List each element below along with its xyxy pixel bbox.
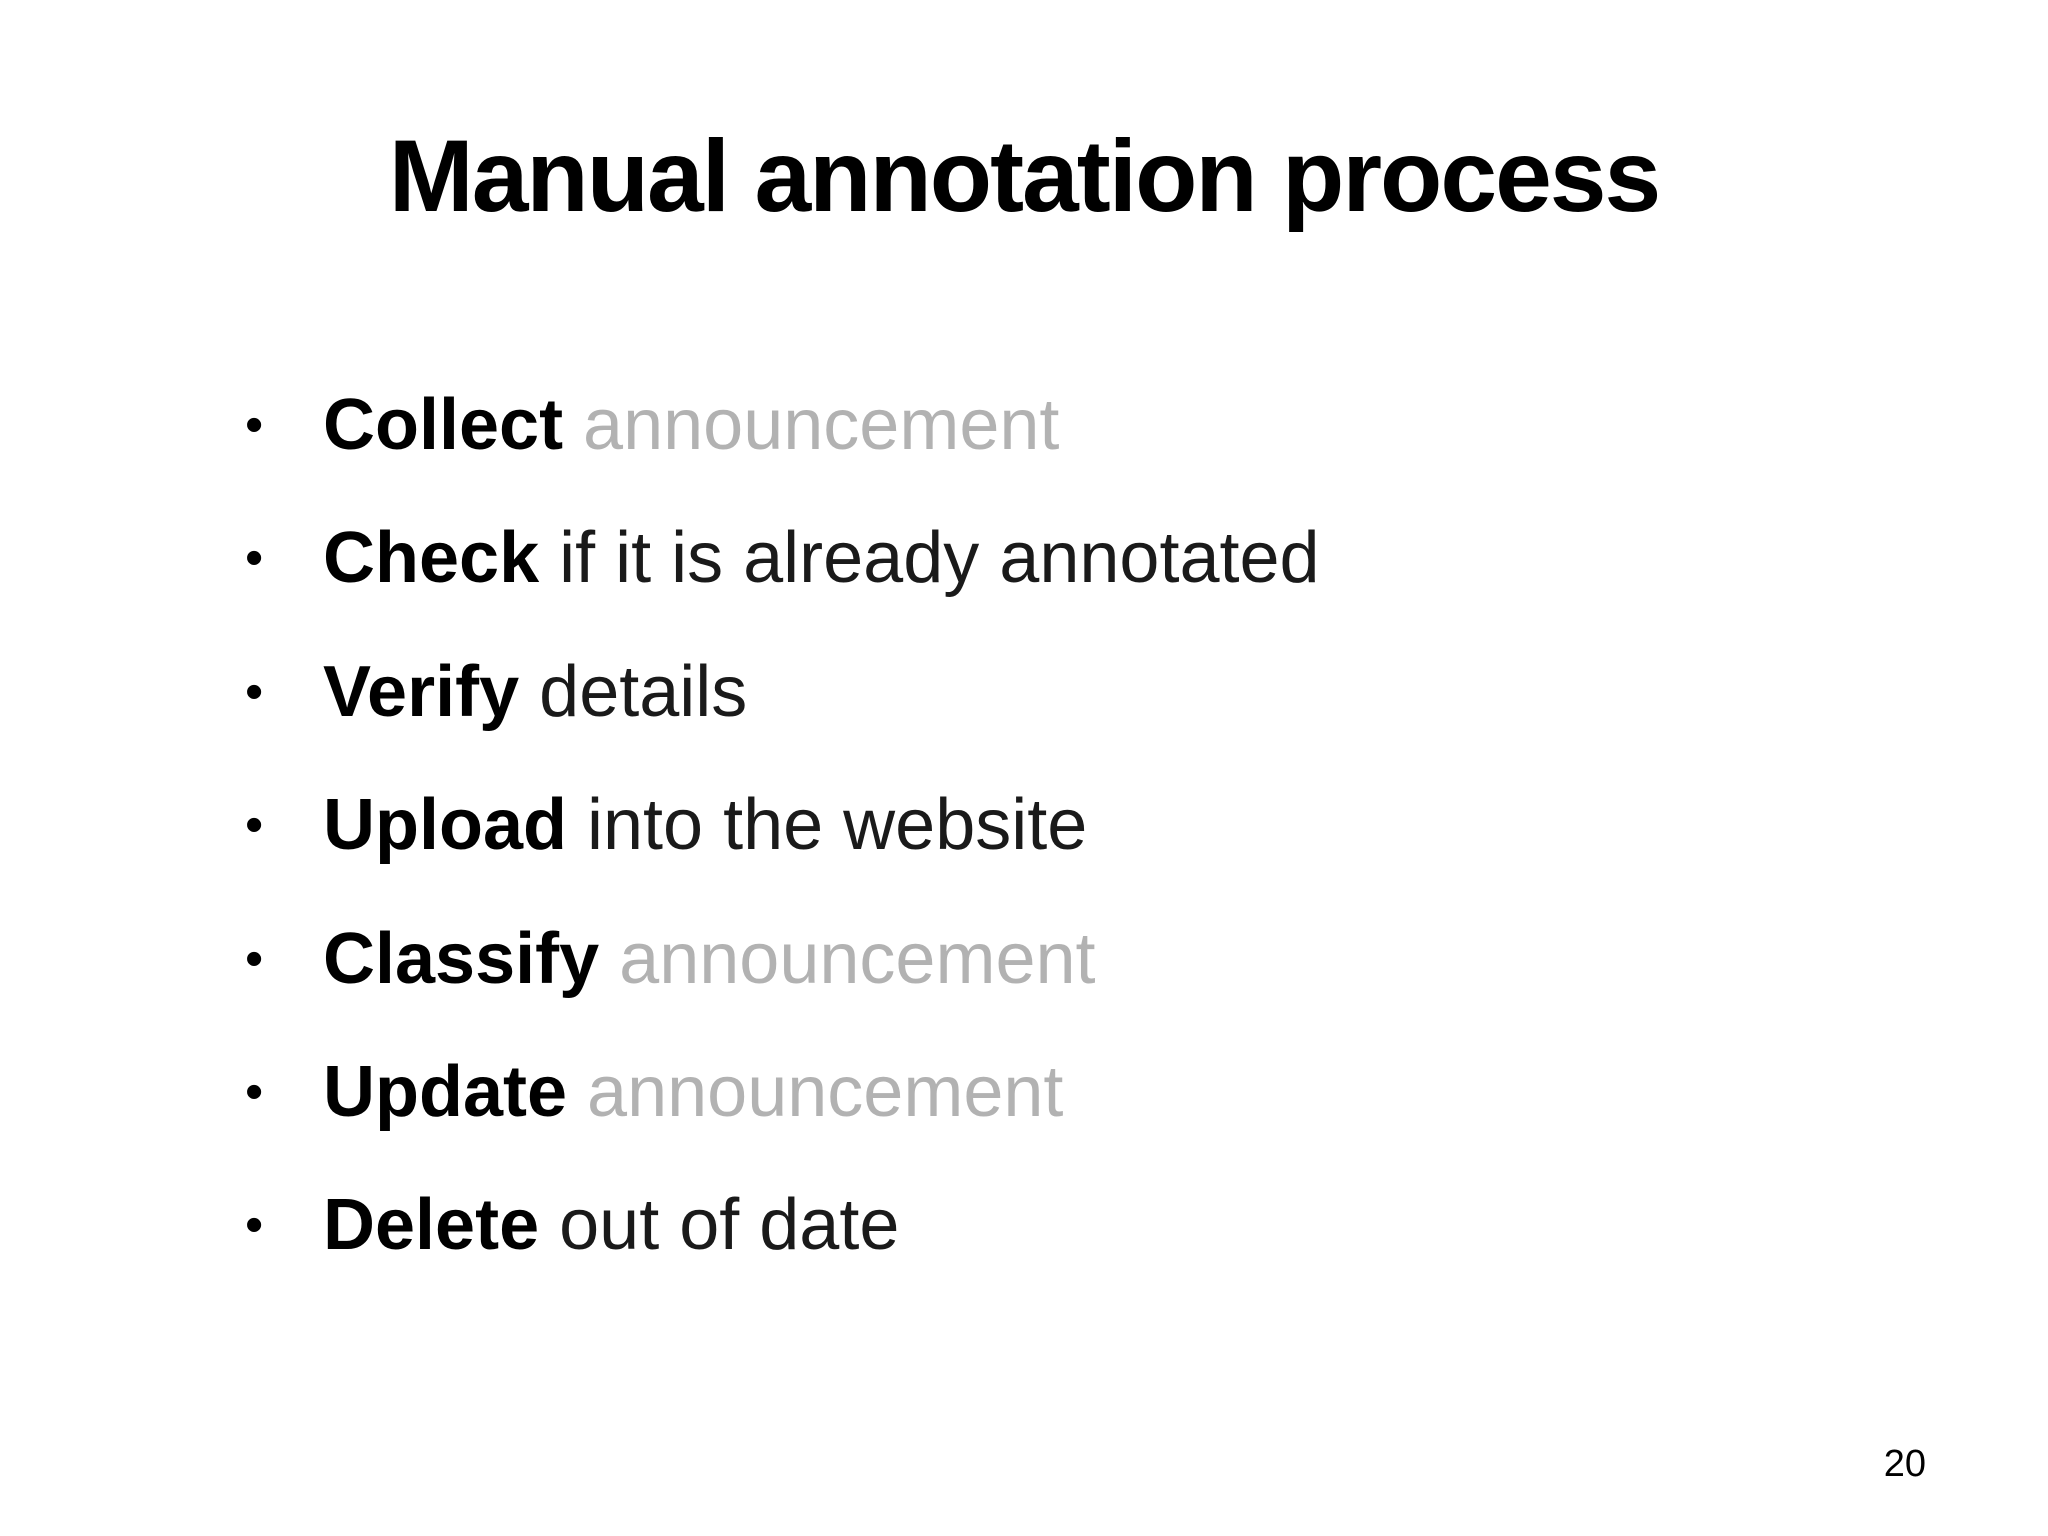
bullet-bold-text: Check xyxy=(323,518,540,599)
bullet-item: • Update announcement xyxy=(245,1049,1320,1135)
bullet-list: • Collect announcement • Check if it is … xyxy=(245,382,1320,1316)
page-number: 20 xyxy=(1883,1443,1926,1485)
bullet-item: • Delete out of date xyxy=(245,1182,1320,1268)
bullet-dot-icon: • xyxy=(245,929,264,988)
bullet-rest-text: out of date xyxy=(539,1185,900,1266)
bullet-item: • Collect announcement xyxy=(245,382,1320,468)
bullet-dot-icon: • xyxy=(245,1196,264,1255)
bullet-text: Upload into the website xyxy=(323,782,1087,868)
bullet-dot-icon: • xyxy=(245,796,264,855)
bullet-rest-text: announcement xyxy=(599,918,1096,999)
bullet-bold-text: Upload xyxy=(323,785,567,866)
bullet-item: • Check if it is already annotated xyxy=(245,515,1320,601)
bullet-bold-text: Update xyxy=(323,1051,568,1132)
bullet-text: Classify announcement xyxy=(323,916,1096,1002)
bullet-rest-text: announcement xyxy=(567,1051,1064,1132)
bullet-dot-icon: • xyxy=(245,396,264,454)
bullet-rest-text: details xyxy=(519,651,748,732)
bullet-text: Update announcement xyxy=(323,1049,1063,1135)
slide-title: Manual annotation process xyxy=(388,119,1662,233)
bullet-rest-text: if it is already annotated xyxy=(539,518,1320,599)
bullet-dot-icon: • xyxy=(245,529,264,588)
bullet-text: Verify details xyxy=(323,649,747,735)
bullet-rest-text: into the website xyxy=(566,785,1088,866)
bullet-item: • Classify announcement xyxy=(245,916,1320,1002)
bullet-bold-text: Classify xyxy=(323,918,600,999)
bullet-bold-text: Delete xyxy=(323,1185,540,1266)
bullet-text: Delete out of date xyxy=(323,1182,899,1268)
bullet-bold-text: Verify xyxy=(323,651,520,732)
bullet-item: • Verify details xyxy=(245,649,1320,735)
bullet-rest-text: announcement xyxy=(563,385,1060,465)
bullet-text: Check if it is already annotated xyxy=(323,515,1320,601)
bullet-dot-icon: • xyxy=(245,662,264,721)
bullet-dot-icon: • xyxy=(245,1062,264,1121)
bullet-text: Collect announcement xyxy=(323,382,1059,468)
bullet-item: • Upload into the website xyxy=(245,782,1320,868)
bullet-bold-text: Collect xyxy=(323,385,564,465)
